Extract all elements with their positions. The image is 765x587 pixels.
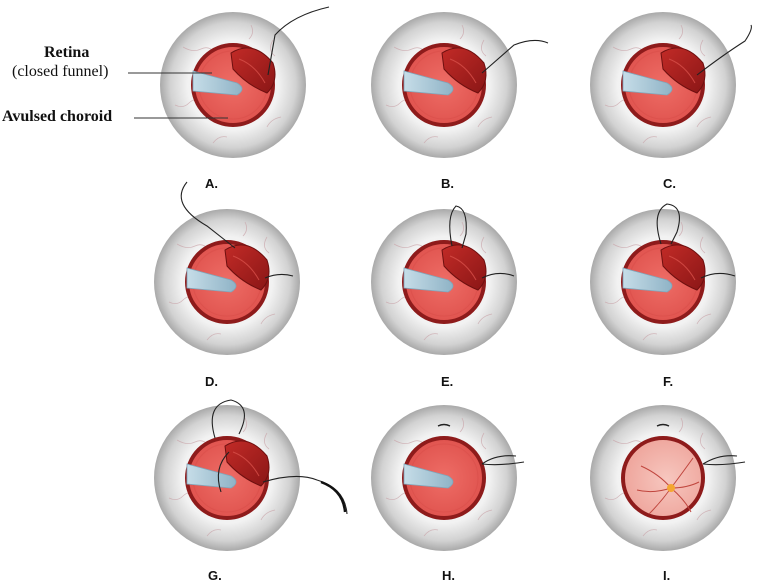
vessel: [270, 39, 276, 57]
vessel: [477, 116, 493, 128]
vessel: [423, 333, 439, 341]
vessel: [477, 313, 493, 325]
choroid-fold: [668, 58, 696, 84]
vessel: [700, 39, 706, 57]
eye-panel-a: [160, 6, 330, 158]
suture-thread: [262, 475, 348, 515]
eye-panel-g: [154, 399, 348, 551]
retina-funnel: [403, 463, 454, 489]
eye-panel-i: [590, 405, 746, 551]
suture-thread: [696, 24, 752, 76]
choroid-fold: [449, 58, 477, 84]
vessel: [242, 221, 247, 237]
vessel: [700, 432, 706, 450]
eye-panel-f: [590, 203, 736, 355]
suture-thread: [702, 455, 738, 465]
vessel: [206, 529, 222, 537]
panel-label-h: H.: [442, 568, 455, 583]
vessel: [481, 236, 487, 254]
vessel: [459, 24, 464, 40]
vessel: [260, 313, 276, 325]
suture-thread: [449, 205, 467, 249]
vessel: [206, 333, 222, 341]
suture-thread: [702, 461, 746, 466]
vessel: [700, 236, 706, 254]
retina-funnel: [192, 70, 243, 96]
choroid-fold: [232, 451, 260, 477]
suture-thread: [656, 203, 680, 245]
vessel: [264, 432, 270, 450]
suture-knot: [437, 423, 451, 427]
retina-funnel: [622, 70, 673, 96]
vessel: [264, 236, 270, 254]
vessel: [481, 39, 487, 57]
panel-label-g: G.: [208, 568, 222, 583]
choroid-fold: [238, 58, 266, 84]
suture-thread: [481, 272, 515, 279]
retina-title-label: Retina: [44, 44, 90, 61]
suture-thread: [217, 451, 230, 493]
vessel: [248, 24, 253, 40]
eye-panel-d: [154, 181, 300, 355]
panel-label-e: E.: [441, 374, 454, 389]
vessel: [678, 417, 683, 433]
eye-panel-e: [371, 205, 517, 355]
suture-thread: [700, 272, 736, 279]
suture-thread: [180, 181, 236, 249]
suture-thread: [267, 6, 330, 76]
retina-funnel: [186, 267, 237, 293]
vessel: [481, 432, 487, 450]
panel-label-b: B.: [441, 176, 454, 191]
annotation-leaders: [128, 72, 228, 119]
vessel: [423, 529, 439, 537]
vessel: [696, 509, 712, 521]
vessel: [642, 529, 658, 537]
suture-thread: [211, 399, 245, 439]
eye-panel-c: [590, 12, 752, 158]
suture-thread: [481, 39, 549, 74]
panel-label-d: D.: [205, 374, 218, 389]
retina-funnel: [186, 463, 237, 489]
suture-thread: [264, 273, 294, 279]
retina-funnel: [622, 267, 673, 293]
choroid-fold: [668, 255, 696, 281]
panel-label-c: C.: [663, 176, 676, 191]
choroid-fold: [232, 255, 260, 281]
vessel: [642, 333, 658, 341]
choroid-label: Avulsed choroid: [2, 108, 113, 125]
choroid-fold: [449, 255, 477, 281]
retina-funnel: [403, 267, 454, 293]
vessel: [423, 136, 439, 144]
vessel: [477, 509, 493, 521]
vessel: [696, 116, 712, 128]
vessel: [242, 417, 247, 433]
eye-panel-b: [371, 12, 549, 158]
vessel: [678, 24, 683, 40]
retina-funnel: [403, 70, 454, 96]
vessel: [459, 417, 464, 433]
vessel: [260, 509, 276, 521]
vessel: [678, 221, 683, 237]
suture-knot: [656, 423, 670, 427]
optic-disc: [667, 484, 675, 492]
suture-thread: [481, 455, 517, 465]
retina-subtitle-label: (closed funnel): [12, 63, 109, 80]
fundus-view: [621, 436, 705, 520]
vessel: [642, 136, 658, 144]
vessel: [212, 136, 228, 144]
vessel: [696, 313, 712, 325]
eye-panel-h: [371, 405, 525, 551]
needle: [320, 480, 347, 513]
panel-label-a: A.: [205, 176, 218, 191]
panel-label-i: I.: [663, 568, 671, 583]
panel-label-f: F.: [663, 374, 674, 389]
suture-thread: [481, 461, 525, 466]
vessel: [459, 221, 464, 237]
vessel: [266, 116, 282, 128]
